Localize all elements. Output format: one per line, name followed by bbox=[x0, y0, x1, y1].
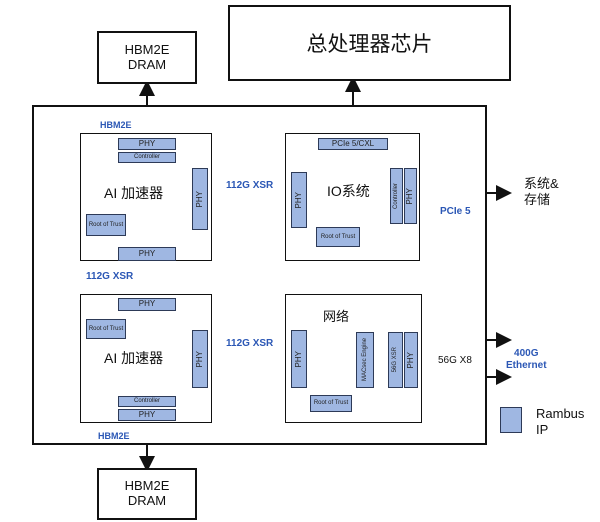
lanes-label: 56G X8 bbox=[438, 355, 472, 366]
macsec-engine: MACsec Engine bbox=[356, 332, 374, 388]
controller-accel-bottom: Controller bbox=[118, 396, 176, 407]
hbm-dram-bottom: HBM2E DRAM bbox=[97, 468, 197, 520]
hbm-top-line2: DRAM bbox=[127, 56, 167, 72]
phy-right-accel-top: PHY bbox=[192, 168, 208, 230]
root-of-trust-network: Root of Trust bbox=[310, 395, 352, 412]
ethernet-label: 400G Ethernet bbox=[506, 348, 547, 371]
phy-left-io: PHY bbox=[291, 172, 307, 228]
host-processor-box: 总处理器芯片 bbox=[228, 5, 511, 81]
legend-swatch bbox=[500, 407, 522, 433]
phy-bottom-accel-bottom: PHY bbox=[118, 409, 176, 421]
phy-left-network: PHY bbox=[291, 330, 307, 388]
phy-right-io: PHY bbox=[404, 168, 417, 224]
hbm-dram-top: HBM2E DRAM bbox=[97, 31, 197, 84]
phy-top-accel-top: PHY bbox=[118, 138, 176, 150]
phy-right-accel-bottom: PHY bbox=[192, 330, 208, 388]
accel-top-title: AI 加速器 bbox=[104, 185, 164, 201]
root-of-trust-accel-top: Root of Trust bbox=[86, 214, 126, 236]
hbm2e-label-bottom: HBM2E bbox=[98, 431, 130, 441]
phy-bottom-accel-top: PHY bbox=[118, 247, 176, 261]
hbm-bottom-line1: HBM2E bbox=[124, 478, 170, 494]
pcie-cxl-phy: PCIe 5/CXL bbox=[318, 138, 388, 150]
controller-io: Controller bbox=[390, 168, 403, 224]
hbm-bottom-line2: DRAM bbox=[127, 493, 167, 508]
legend-label: Rambus IP bbox=[536, 406, 585, 437]
xsr-label-vertical: 112G XSR bbox=[86, 271, 134, 282]
phy-right-network: PHY bbox=[404, 332, 418, 388]
pcie5-label: PCIe 5 bbox=[440, 206, 471, 217]
controller-accel-top: Controller bbox=[118, 152, 176, 163]
root-of-trust-accel-bottom: Root of Trust bbox=[86, 319, 126, 339]
phy-top-accel-bottom: PHY bbox=[118, 298, 176, 311]
xsr-label-bottom: 112G XSR bbox=[226, 338, 274, 349]
hbm-top-line1: HBM2E bbox=[124, 41, 170, 57]
accel-bottom-title: AI 加速器 bbox=[104, 350, 164, 366]
host-processor-label: 总处理器芯片 bbox=[306, 33, 433, 56]
storage-label: 系统& 存储 bbox=[524, 176, 559, 208]
hbm2e-label-top: HBM2E bbox=[100, 120, 132, 130]
io-title: IO系统 bbox=[327, 183, 370, 199]
root-of-trust-io: Root of Trust bbox=[316, 227, 360, 247]
network-title: 网络 bbox=[323, 309, 350, 324]
xsr-label-top: 112G XSR bbox=[226, 180, 274, 191]
xsr-56g-phy: 56G XSR bbox=[388, 332, 403, 388]
